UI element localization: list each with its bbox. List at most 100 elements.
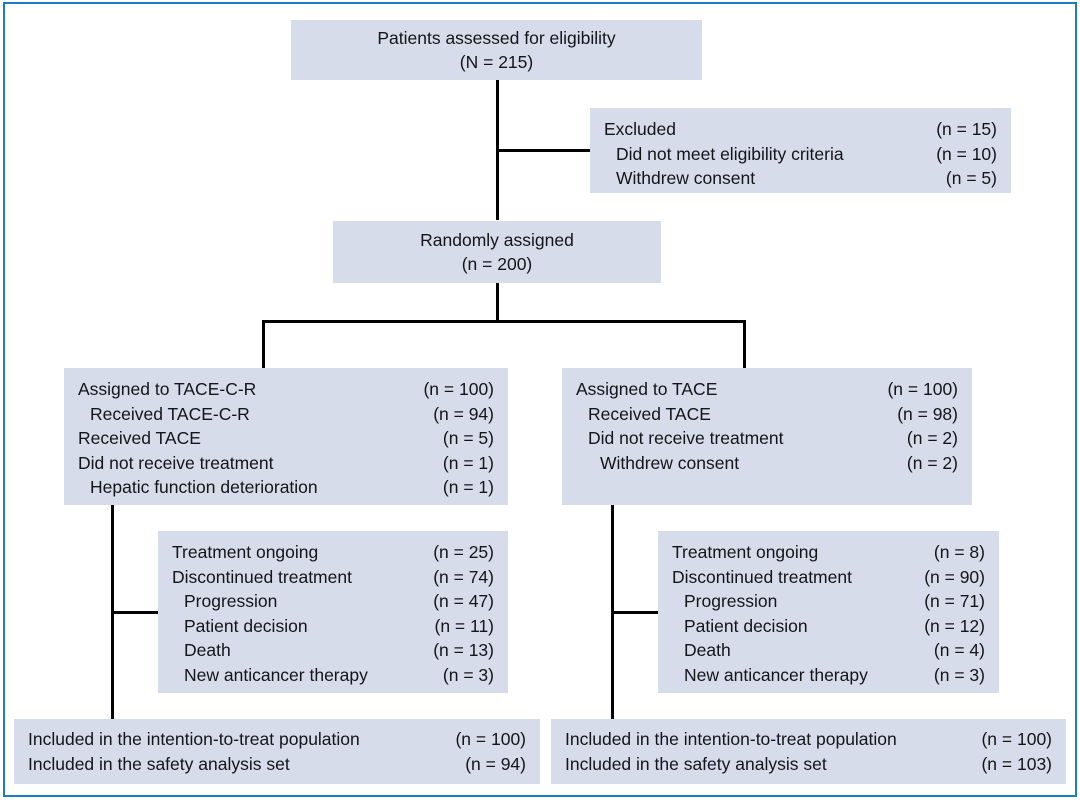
left-fu-label-2: Progression	[184, 591, 278, 611]
box-assessed-for-eligibility: Patients assessed for eligibility (N = 2…	[291, 20, 702, 80]
left-analysis-num-1: (n = 94)	[465, 753, 526, 774]
right-alloc-num-2: (n = 2)	[906, 428, 958, 448]
right-fu-label-1: Discontinued treatment	[672, 566, 852, 587]
excluded-num-2: (n = 5)	[945, 168, 997, 188]
left-alloc-num-2: (n = 5)	[442, 428, 494, 448]
table-row: New anticancer therapy (n = 3)	[172, 663, 494, 688]
right-followup-rows: Treatment ongoing (n = 8) Discontinued t…	[658, 531, 999, 687]
box-right-followup: Treatment ongoing (n = 8) Discontinued t…	[658, 531, 999, 693]
table-row: Patient decision (n = 12)	[672, 614, 985, 639]
connector-right-arm-to-followup	[611, 611, 659, 614]
left-alloc-label-3: Did not receive treatment	[78, 452, 274, 473]
connector-left-arm-to-followup	[111, 611, 159, 614]
right-alloc-num-3: (n = 2)	[906, 452, 958, 473]
connector-split-to-right-arm	[743, 320, 746, 368]
table-row: Death (n = 13)	[172, 638, 494, 663]
table-row: Assigned to TACE (n = 100)	[576, 377, 958, 402]
connector-split-to-left-arm	[262, 320, 265, 368]
left-fu-label-5: New anticancer therapy	[184, 664, 368, 685]
box-right-allocation: Assigned to TACE (n = 100) Received TACE…	[562, 368, 972, 505]
table-row: Received TACE (n = 5)	[78, 426, 494, 451]
randomized-count: (n = 200)	[461, 254, 533, 274]
right-alloc-label-2: Did not receive treatment	[588, 428, 784, 448]
left-fu-label-4: Death	[184, 640, 231, 660]
box-left-followup: Treatment ongoing (n = 25) Discontinued …	[158, 531, 508, 693]
right-allocation-rows: Assigned to TACE (n = 100) Received TACE…	[562, 368, 972, 475]
right-fu-label-3: Patient decision	[684, 615, 808, 636]
right-fu-label-0: Treatment ongoing	[672, 542, 819, 562]
excluded-label-1: Did not meet eligibility criteria	[616, 143, 844, 164]
left-alloc-num-3: (n = 1)	[442, 452, 494, 473]
right-alloc-num-0: (n = 100)	[887, 379, 958, 399]
table-row: Patient decision (n = 11)	[172, 614, 494, 639]
box-left-allocation: Assigned to TACE-C-R (n = 100) Received …	[64, 368, 508, 505]
table-row: Assigned to TACE-C-R (n = 100)	[78, 377, 494, 402]
right-fu-num-1: (n = 90)	[924, 566, 985, 587]
left-analysis-num-0: (n = 100)	[455, 729, 526, 749]
right-fu-label-5: New anticancer therapy	[684, 664, 868, 685]
excluded-rows: Excluded (n = 15) Did not meet eligibili…	[590, 108, 1011, 191]
table-row: Withdrew consent (n = 5)	[604, 166, 997, 191]
box-excluded: Excluded (n = 15) Did not meet eligibili…	[590, 108, 1011, 193]
left-fu-num-5: (n = 3)	[442, 664, 494, 685]
excluded-label-0: Excluded	[604, 119, 676, 139]
right-analysis-label-1: Included in the safety analysis set	[565, 753, 827, 774]
table-row: Discontinued treatment (n = 90)	[672, 565, 985, 590]
right-analysis-label-0: Included in the intention-to-treat popul…	[565, 729, 897, 749]
right-alloc-label-3: Withdrew consent	[600, 452, 740, 473]
left-fu-num-0: (n = 25)	[433, 542, 494, 562]
left-fu-num-4: (n = 13)	[433, 640, 494, 660]
left-fu-label-3: Patient decision	[184, 615, 308, 636]
left-fu-label-0: Treatment ongoing	[172, 542, 319, 562]
table-row: Received TACE (n = 98)	[576, 402, 958, 427]
right-fu-num-5: (n = 3)	[933, 664, 985, 685]
table-row: Progression (n = 71)	[672, 589, 985, 614]
table-row: Included in the intention-to-treat popul…	[565, 727, 1052, 752]
table-row: Included in the safety analysis set (n =…	[565, 752, 1052, 777]
left-allocation-rows: Assigned to TACE-C-R (n = 100) Received …	[64, 368, 508, 500]
left-analysis-label-0: Included in the intention-to-treat popul…	[28, 729, 360, 749]
table-row: Withdrew consent (n = 2)	[576, 451, 958, 476]
right-analysis-num-0: (n = 100)	[981, 729, 1052, 749]
box-left-analysis: Included in the intention-to-treat popul…	[14, 719, 540, 784]
excluded-num-1: (n = 10)	[936, 143, 997, 164]
table-row: Did not receive treatment (n = 1)	[78, 451, 494, 476]
right-alloc-num-1: (n = 98)	[897, 403, 958, 424]
left-alloc-num-0: (n = 100)	[423, 379, 494, 399]
excluded-label-2: Withdrew consent	[616, 168, 756, 188]
left-fu-label-1: Discontinued treatment	[172, 566, 352, 587]
box-randomly-assigned: Randomly assigned (n = 200)	[333, 221, 661, 283]
table-row: Included in the intention-to-treat popul…	[28, 727, 526, 752]
right-fu-label-2: Progression	[684, 591, 778, 611]
right-fu-num-4: (n = 4)	[933, 640, 985, 660]
right-alloc-label-1: Received TACE	[588, 403, 711, 424]
assessed-count: (N = 215)	[459, 52, 534, 72]
connector-to-excluded	[496, 149, 591, 152]
table-row: Did not meet eligibility criteria (n = 1…	[604, 142, 997, 167]
right-alloc-label-0: Assigned to TACE	[576, 379, 718, 399]
left-fu-num-1: (n = 74)	[433, 566, 494, 587]
table-row: New anticancer therapy (n = 3)	[672, 663, 985, 688]
table-row: Progression (n = 47)	[172, 589, 494, 614]
right-fu-num-2: (n = 71)	[924, 591, 985, 611]
left-alloc-label-0: Assigned to TACE-C-R	[78, 379, 257, 399]
left-alloc-label-4: Hepatic function deterioration	[90, 477, 318, 497]
table-row: Included in the safety analysis set (n =…	[28, 752, 526, 777]
table-row: Discontinued treatment (n = 74)	[172, 565, 494, 590]
left-alloc-label-1: Received TACE-C-R	[90, 403, 250, 424]
left-analysis-label-1: Included in the safety analysis set	[28, 753, 290, 774]
table-row: Treatment ongoing (n = 8)	[672, 540, 985, 565]
connector-randomized-to-split	[496, 283, 499, 323]
excluded-num-0: (n = 15)	[936, 119, 997, 139]
left-analysis-rows: Included in the intention-to-treat popul…	[14, 719, 540, 776]
left-fu-num-2: (n = 47)	[433, 591, 494, 611]
right-fu-label-4: Death	[684, 640, 731, 660]
randomized-label: Randomly assigned	[420, 229, 574, 250]
table-row: Received TACE-C-R (n = 94)	[78, 402, 494, 427]
right-fu-num-0: (n = 8)	[933, 542, 985, 562]
connector-allocation-split-bar	[262, 320, 746, 323]
right-fu-num-3: (n = 12)	[924, 615, 985, 636]
left-followup-rows: Treatment ongoing (n = 25) Discontinued …	[158, 531, 508, 687]
table-row: Hepatic function deterioration (n = 1)	[78, 475, 494, 500]
